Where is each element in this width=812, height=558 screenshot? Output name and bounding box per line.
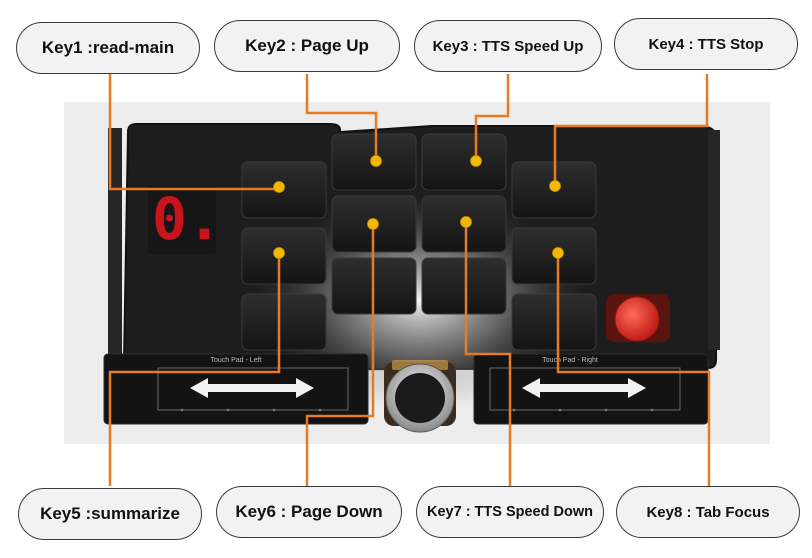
label-key8-text: Key8 : Tab Focus (646, 503, 770, 521)
key-left-2 (241, 227, 327, 285)
device-left-edge (108, 128, 122, 356)
key-right-3 (511, 293, 597, 351)
label-key4: Key4 : TTS Stop (614, 18, 798, 70)
label-key6: Key6 : Page Down (216, 486, 402, 538)
label-key4-text: Key4 : TTS Stop (648, 35, 764, 53)
key-center-left-1 (331, 133, 417, 191)
label-key7: Key7 : TTS Speed Down (416, 486, 604, 538)
label-key2-text: Key2 : Page Up (245, 36, 369, 55)
seven-segment-display: 0. (152, 185, 222, 253)
label-key8: Key8 : Tab Focus (616, 486, 800, 538)
label-key3-text: Key3 : TTS Speed Up (432, 37, 584, 55)
label-key1-text: Key1 :read-main (41, 38, 175, 57)
device-right-edge (708, 130, 720, 350)
seven-segment-housing (148, 186, 216, 254)
knob (395, 373, 445, 423)
key-right-1 (511, 161, 597, 219)
key-right-2 (511, 227, 597, 285)
label-key7-text: Key7 : TTS Speed Down (427, 504, 593, 520)
label-key6-text: Key6 : Page Down (235, 502, 383, 521)
label-key5-text: Key5 :summarize (40, 504, 180, 523)
label-key3: Key3 : TTS Speed Up (414, 20, 602, 72)
touch-pad-right-caption: Touch Pad - Right (542, 357, 598, 364)
key-center-right-3 (421, 257, 507, 315)
touch-pad-left-caption: Touch Pad - Left (211, 357, 262, 364)
key-left-3 (241, 293, 327, 351)
red-button (614, 296, 660, 342)
label-key1: Key1 :read-main (16, 22, 200, 74)
key-center-left-2 (331, 195, 417, 253)
key-center-right-2 (421, 195, 507, 253)
key-center-right-1 (421, 133, 507, 191)
label-key2: Key2 : Page Up (214, 20, 400, 72)
key-center-left-3 (331, 257, 417, 315)
key-left-1 (241, 161, 327, 219)
label-key5: Key5 :summarize (18, 488, 202, 540)
